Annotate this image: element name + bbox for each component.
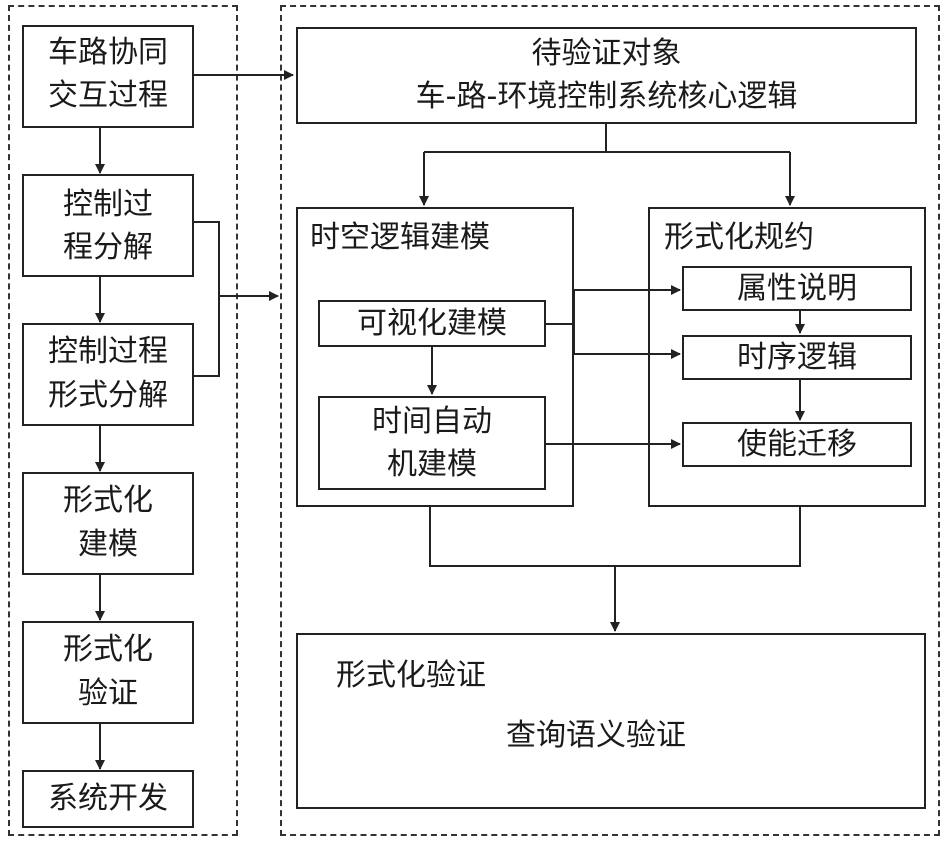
step-formal-verification-line1: 形式化	[63, 632, 153, 667]
step-control-decomposition-line1: 控制过	[63, 187, 153, 222]
step-formal-decomposition: 控制过程 形式分解	[22, 323, 194, 426]
verification-target-line1: 待验证对象	[531, 36, 682, 71]
step-formal-verification: 形式化 验证	[22, 621, 194, 724]
formal-verification-title: 形式化验证	[336, 658, 486, 693]
step-formal-modeling-line2: 建模	[78, 527, 138, 562]
formal-verification-box: 形式化验证 查询语义验证	[296, 633, 926, 809]
property-description-box: 属性说明	[682, 266, 912, 311]
step-system-development: 系统开发	[22, 770, 194, 828]
enabled-transition-box: 使能迁移	[682, 422, 912, 467]
step-formal-verification-line2: 验证	[78, 676, 138, 711]
step-formal-decomposition-line1: 控制过程	[48, 334, 168, 369]
spatiotemporal-modeling-title: 时空逻辑建模	[310, 220, 490, 255]
timed-automaton-line1: 时间自动	[372, 404, 492, 439]
step-control-decomposition-line2: 程分解	[63, 230, 153, 265]
step-control-decomposition: 控制过 程分解	[22, 174, 194, 277]
merge-groups-to-verification	[429, 507, 801, 567]
step-cooperative-interaction: 车路协同 交互过程	[22, 25, 194, 128]
timed-automaton-line2: 机建模	[387, 447, 477, 482]
step-cooperative-interaction-line2: 交互过程	[48, 78, 168, 113]
timed-automaton-modeling-box: 时间自动 机建模	[318, 396, 546, 490]
temporal-logic-label: 时序逻辑	[737, 340, 857, 375]
step-formal-decomposition-line2: 形式分解	[48, 378, 168, 413]
formal-specification-title: 形式化规约	[664, 220, 814, 255]
query-semantic-verification-label: 查询语义验证	[506, 718, 686, 753]
bracket-decomposition-to-right	[194, 221, 220, 377]
visual-modeling-label: 可视化建模	[357, 306, 507, 341]
verification-target-box: 待验证对象 车-路-环境控制系统核心逻辑	[296, 27, 917, 124]
step-cooperative-interaction-line1: 车路协同	[48, 35, 168, 70]
step-formal-modeling: 形式化 建模	[22, 472, 194, 575]
right-verification-group	[280, 5, 940, 836]
enabled-transition-label: 使能迁移	[737, 427, 857, 462]
left-process-group	[8, 5, 238, 836]
split-target-to-groups	[424, 124, 607, 153]
temporal-logic-box: 时序逻辑	[682, 335, 912, 380]
visual-modeling-box: 可视化建模	[318, 300, 546, 347]
step-formal-modeling-line1: 形式化	[63, 483, 153, 518]
property-description-label: 属性说明	[737, 271, 857, 306]
step-system-development-label: 系统开发	[48, 781, 168, 816]
verification-target-line2: 车-路-环境控制系统核心逻辑	[415, 79, 798, 114]
